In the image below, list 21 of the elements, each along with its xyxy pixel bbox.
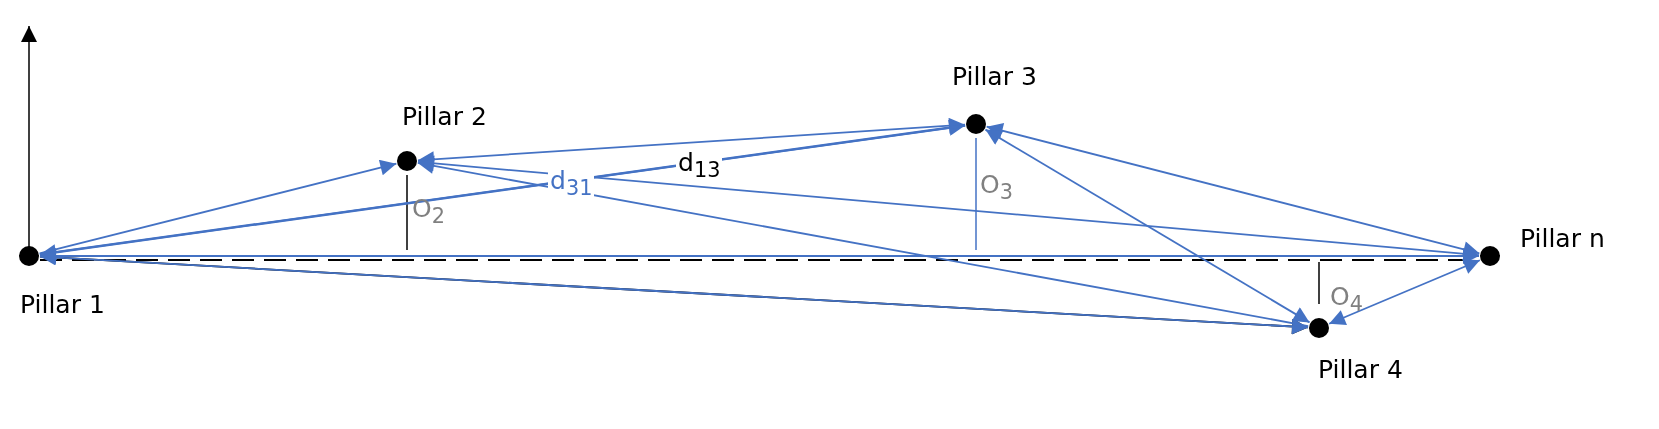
arrow (39, 248, 1480, 264)
offset-label: O$_{2}$ (412, 196, 445, 227)
pillar-label: Pillar 2 (402, 104, 487, 129)
pillar-label: Pillar 4 (1318, 357, 1403, 382)
pillar-label: Pillar 1 (20, 292, 105, 317)
offset-label: O$_{3}$ (980, 172, 1013, 203)
pillar-point (397, 151, 417, 171)
pillar-label: Pillar 3 (952, 64, 1037, 89)
pillar-point (1309, 318, 1329, 338)
pillar-point (19, 246, 39, 266)
arrow (416, 158, 1310, 327)
arrow (1328, 259, 1481, 325)
arrow (985, 122, 1481, 258)
arrow (38, 159, 398, 255)
edge-label: d$_{31}$ (548, 168, 595, 199)
offset-label: O$_{4}$ (1330, 284, 1363, 315)
pillar-label: Pillar n (1520, 226, 1605, 251)
arrow (417, 155, 1480, 256)
pillar-point (1480, 246, 1500, 266)
arrow (984, 128, 1311, 324)
pillar-point (966, 114, 986, 134)
